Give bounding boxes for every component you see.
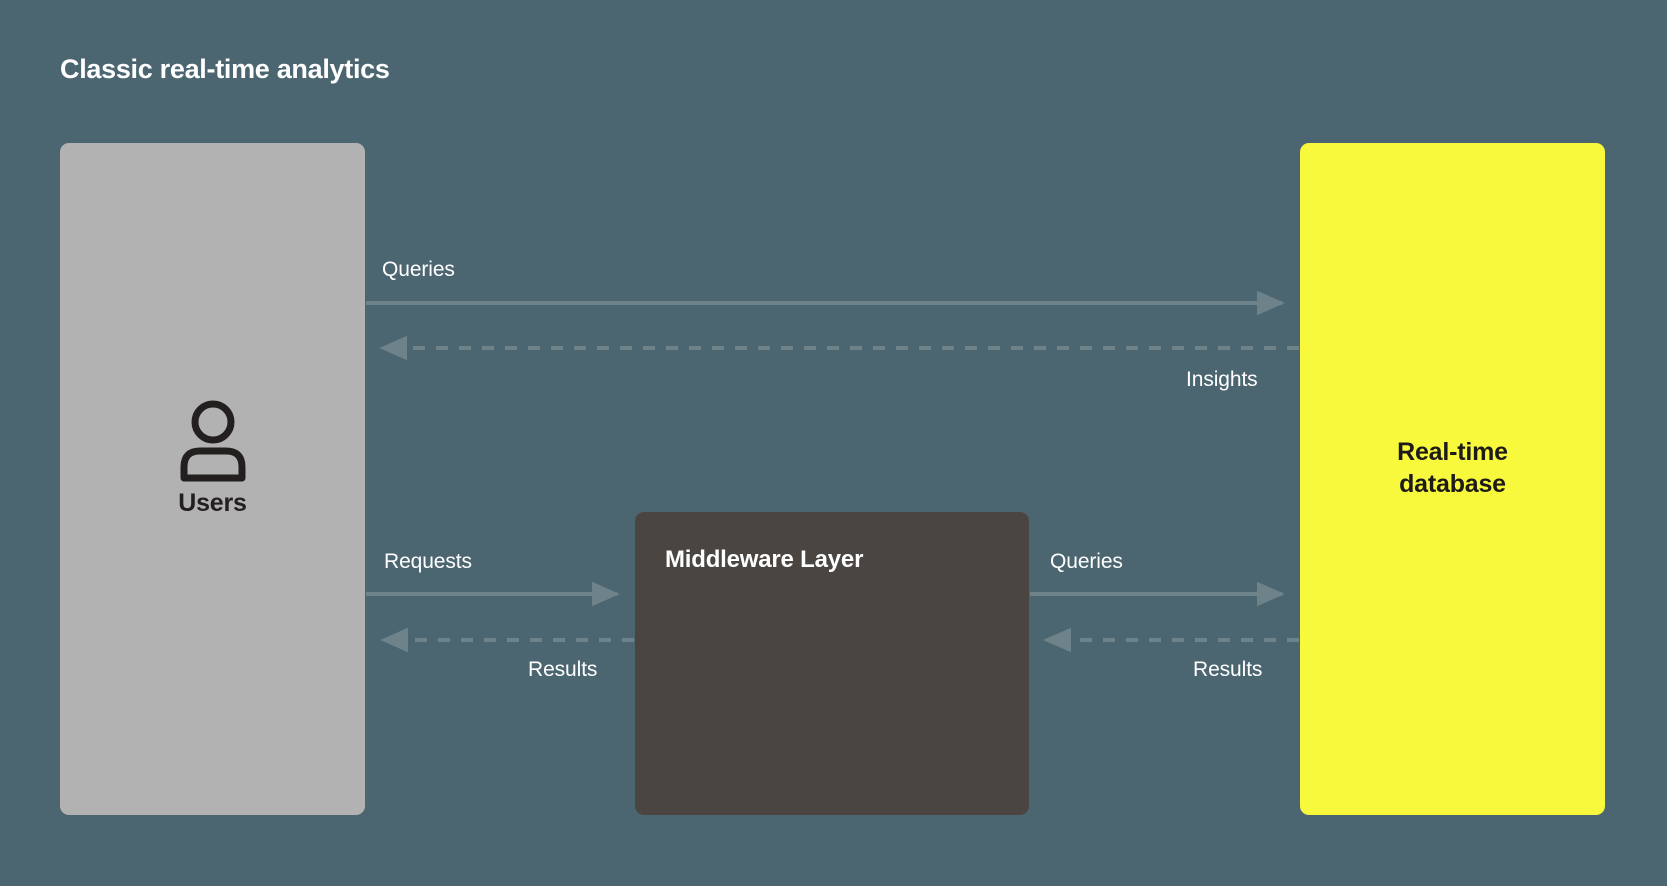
users-content: Users <box>60 398 365 518</box>
edge-label-results-right: Results <box>1193 658 1263 681</box>
database-label-line2: database <box>1399 469 1506 498</box>
node-realtime-database[interactable]: Real-time database <box>1300 143 1605 815</box>
edge-label-queries-middle: Queries <box>1050 550 1123 573</box>
edge-label-insights: Insights <box>1186 368 1258 391</box>
user-icon <box>176 398 250 482</box>
node-middleware-layer[interactable]: Middleware Layer <box>635 512 1029 815</box>
edge-label-queries-top: Queries <box>382 258 455 281</box>
page-title: Classic real-time analytics <box>60 54 390 84</box>
database-label-line1: Real-time <box>1397 438 1508 466</box>
users-label: Users <box>178 489 247 517</box>
middleware-label: Middleware Layer <box>665 546 864 573</box>
edge-label-results-left: Results <box>528 658 598 681</box>
database-label: Real-time database <box>1300 437 1605 500</box>
node-users[interactable]: Users <box>60 143 365 815</box>
edge-label-requests: Requests <box>384 550 472 573</box>
